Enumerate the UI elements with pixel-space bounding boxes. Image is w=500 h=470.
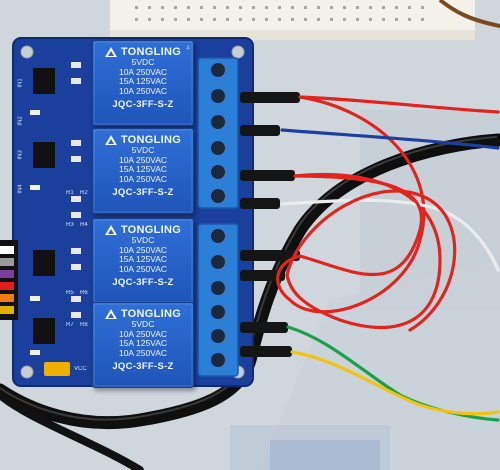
relay-voltage: 5VDC: [131, 319, 155, 329]
relay-rating-2: 15A 125VAC: [118, 338, 168, 349]
relay-brand-row: TONGLING: [93, 46, 193, 58]
relay-4: TONGLING 5VDC 10A 250VAC 15A 125VAC 10A …: [92, 302, 194, 388]
relay-pin-mark: 4: [186, 45, 190, 52]
red-wire-5: [285, 189, 457, 332]
relay-brand-row: TONGLING: [93, 134, 193, 146]
red-wire-2: [276, 95, 426, 314]
tongling-logo-icon: [104, 47, 117, 57]
silk-in2: IN2: [17, 116, 24, 126]
silk-r1: R1: [66, 190, 74, 196]
relay-rating-3: 10A 250VAC: [118, 85, 168, 96]
relay-brand-row: TONGLING: [93, 224, 193, 236]
relay-rating-1: 10A 250VAC: [118, 66, 168, 77]
relay-model: JQC-3FF-S-Z: [112, 277, 174, 289]
optocoupler-chips: [33, 68, 55, 344]
blue-part-in-box: [270, 440, 380, 470]
silk-r2: R2: [80, 190, 88, 196]
relay-3: TONGLING 5VDC 10A 250VAC 15A 125VAC 10A …: [92, 218, 194, 304]
relay-model: JQC-3FF-S-Z: [112, 361, 174, 373]
relay-2: TONGLING 5VDC 10A 250VAC 15A 125VAC 10A …: [92, 128, 194, 214]
silk-r3: R3: [66, 222, 74, 228]
silk-in3: IN3: [17, 150, 24, 160]
relay-rating-1: 10A 250VAC: [118, 328, 168, 339]
input-header: [0, 240, 18, 320]
relay-voltage: 5VDC: [131, 57, 155, 67]
relay-brand: TONGLING: [120, 224, 182, 236]
silk-r5: R5: [66, 290, 74, 296]
relay-rating-1: 10A 250VAC: [118, 154, 168, 165]
blue-wire: [280, 128, 500, 150]
relay-brand: TONGLING: [120, 308, 182, 320]
wire-ferrules: [240, 92, 300, 357]
relay-brand: TONGLING: [120, 46, 182, 58]
red-wire-1: [298, 95, 500, 114]
smd-components: [30, 62, 81, 355]
yellow-wire: [290, 350, 500, 416]
relay-rating-1: 10A 250VAC: [118, 244, 168, 255]
tongling-logo-icon: [104, 225, 117, 235]
relay-rating-2: 15A 125VAC: [118, 76, 168, 87]
silk-r6: R6: [80, 290, 88, 296]
breadboard: [110, 0, 500, 40]
plastic-tray: [260, 260, 500, 470]
vcc-jumper: [44, 362, 70, 376]
terminal-block-top: [197, 57, 239, 209]
tongling-logo-icon: [104, 309, 117, 319]
relay-rating-3: 10A 250VAC: [118, 347, 168, 358]
terminal-block-bottom: [197, 223, 239, 377]
relay-model: JQC-3FF-S-Z: [112, 99, 174, 111]
relay-voltage: 5VDC: [131, 235, 155, 245]
silk-r8: R8: [80, 322, 88, 328]
relay-voltage: 5VDC: [131, 145, 155, 155]
relay-rating-3: 10A 250VAC: [118, 173, 168, 184]
relay-model: JQC-3FF-S-Z: [112, 187, 174, 199]
relay-rating-2: 15A 125VAC: [118, 254, 168, 265]
silk-in4: IN4: [17, 184, 24, 194]
silk-r4: R4: [80, 222, 88, 228]
silk-in1: IN1: [17, 78, 24, 88]
red-wire-4: [293, 174, 423, 277]
wiring: [276, 95, 500, 422]
silk-vcc: VCC: [74, 366, 87, 372]
relay-1: 4 TONGLING 5VDC 10A 250VAC 15A 125VAC 10…: [92, 40, 194, 126]
relay-rating-2: 15A 125VAC: [118, 164, 168, 175]
relay-rating-3: 10A 250VAC: [118, 263, 168, 274]
tongling-logo-icon: [104, 135, 117, 145]
silk-r7: R7: [66, 322, 74, 328]
white-wire: [280, 198, 500, 272]
relay-brand: TONGLING: [120, 134, 182, 146]
relay-brand-row: TONGLING: [93, 308, 193, 320]
